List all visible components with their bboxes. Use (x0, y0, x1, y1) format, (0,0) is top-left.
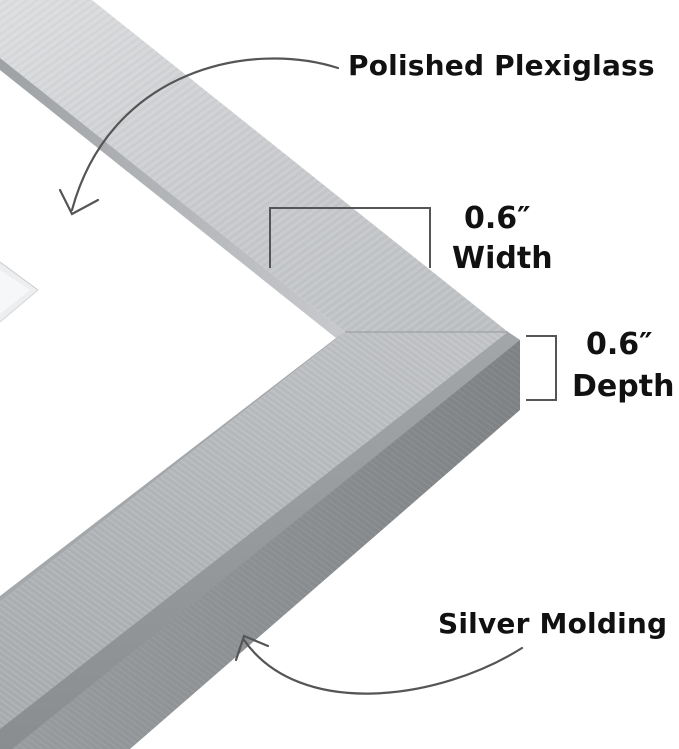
plexiglass-arrow (58, 57, 340, 216)
width-label: Width (452, 241, 553, 276)
depth-bracket (526, 335, 557, 401)
inner-mat-corner (0, 261, 39, 323)
depth-label: Depth (572, 369, 675, 404)
width-value: 0.6″ (464, 201, 531, 236)
frame-top-rail (0, 0, 508, 338)
molding-label: Silver Molding (438, 607, 668, 640)
frame-depth-side (0, 332, 520, 749)
depth-value: 0.6″ (586, 327, 653, 362)
molding-arrow (234, 634, 524, 695)
plexiglass-label: Polished Plexiglass (348, 49, 655, 82)
width-bracket (269, 207, 431, 268)
